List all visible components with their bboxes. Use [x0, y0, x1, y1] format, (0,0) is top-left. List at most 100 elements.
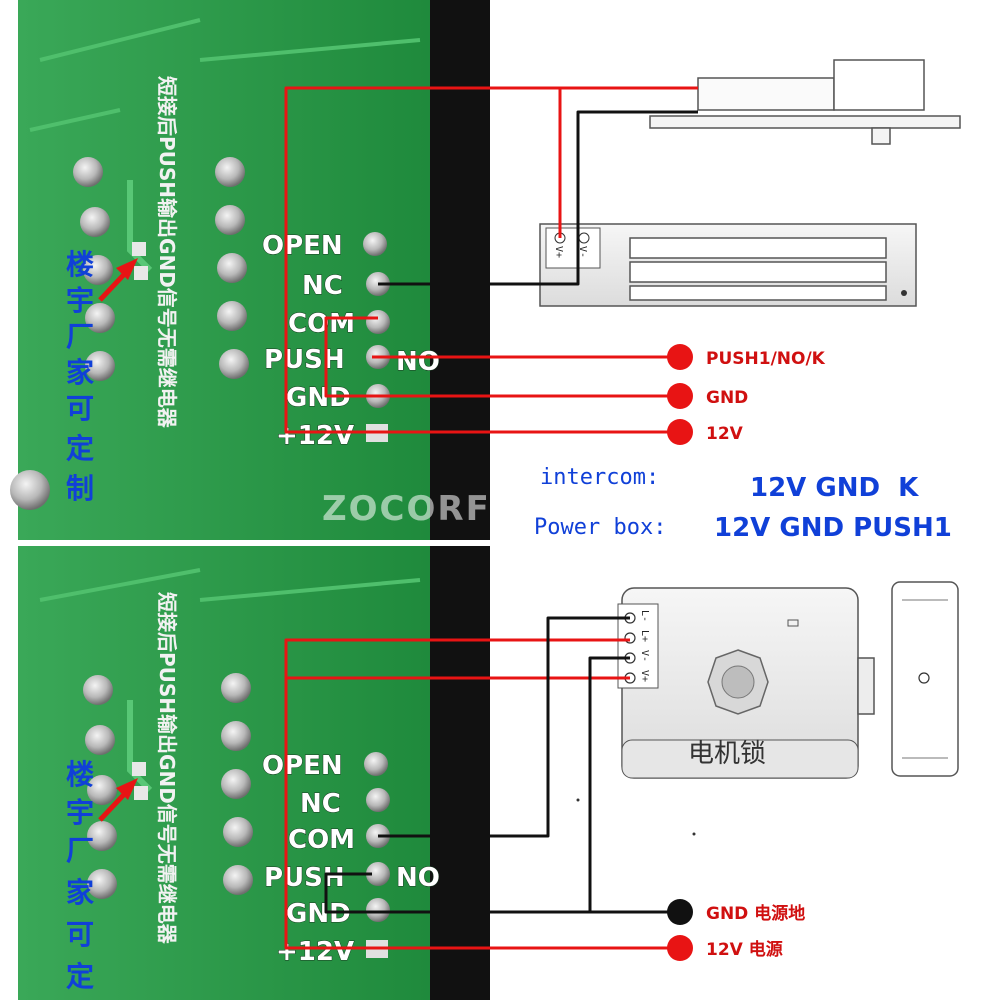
solder-pad	[87, 821, 117, 851]
motor-terminal-lplus: L+	[639, 630, 650, 642]
motor-terminal-lminus: L-	[639, 610, 650, 622]
bolt-lock-bracket	[833, 59, 925, 111]
side-char: 宇	[66, 796, 94, 829]
side-vertical-text-bottom: 楼 宇 厂 家 可 定	[66, 758, 94, 993]
magnetic-lock: V+ V-	[539, 223, 917, 307]
solder-pad	[83, 675, 113, 705]
pcb-shadow-bottom	[430, 546, 490, 1000]
side-vertical-text-top: 楼 宇 厂 家 可 定 制	[66, 248, 94, 505]
solder-pad	[87, 869, 117, 899]
pin-label-12v: +12V	[276, 937, 354, 967]
legend-label-push: PUSH1/NO/K	[706, 349, 826, 369]
side-char: 可	[66, 918, 94, 951]
solder-pad	[215, 157, 245, 187]
bolt-lock	[649, 59, 961, 145]
strike-plate-body	[891, 581, 959, 777]
bolt-lock-pin	[871, 127, 891, 145]
intercom-label: intercom:	[540, 465, 659, 490]
solder-pad	[85, 351, 115, 381]
board-vertical-text: 短接后PUSH输出GND信号无需继电器	[155, 76, 179, 429]
screw-icon	[918, 672, 930, 684]
pin-label-push: PUSH	[264, 345, 345, 375]
stray-dot	[576, 798, 580, 802]
wire-red-com-gnd	[324, 316, 378, 398]
solder-pad	[80, 207, 110, 237]
legend-dot-push	[667, 344, 693, 370]
mag-lock-terminal-vplus: V+	[553, 246, 564, 258]
wire-black-nc	[378, 110, 698, 286]
motor-lock-bolt	[857, 657, 875, 715]
legend-label-gnd: GND 电源地	[706, 903, 805, 924]
bolt-lock-plate	[649, 115, 961, 129]
legend-label-12v: 12V 电源	[706, 939, 783, 960]
side-char: 制	[66, 472, 94, 505]
jumper-pad	[134, 266, 148, 280]
magnetic-lock-plate	[629, 285, 887, 301]
pcb-trace	[29, 18, 421, 132]
terminal-screw-icon	[624, 632, 636, 644]
pad-column-middle-bottom	[221, 673, 253, 895]
solder-pad	[223, 865, 253, 895]
panel-bottom: 短接后PUSH输出GND信号无需继电器 楼 宇 厂 家 可 定 OPEN NC …	[18, 546, 959, 1000]
side-char: 家	[66, 876, 94, 909]
pin-pad	[366, 862, 390, 886]
motor-lock-label: 电机锁	[688, 739, 766, 769]
solder-pad	[85, 303, 115, 333]
solder-pad	[83, 255, 113, 285]
pcb-trace	[127, 700, 153, 793]
pin-label-nc: NC	[302, 271, 343, 301]
pcb-trace	[127, 180, 153, 273]
side-char: 定	[66, 960, 94, 993]
pin-label-12v: +12V	[276, 421, 354, 451]
pin-label-nc: NC	[300, 789, 341, 819]
pin-label-no: NO	[396, 347, 440, 377]
solder-pad	[85, 725, 115, 755]
pin-label-com: COM	[288, 825, 355, 855]
legend-dot-12v	[667, 419, 693, 445]
pcb-shadow-top	[430, 0, 490, 540]
solder-pad	[73, 157, 103, 187]
solder-pad	[10, 470, 50, 510]
mag-lock-terminal-block	[545, 227, 601, 269]
wire-black-com-lminus	[378, 616, 630, 838]
pin-pad	[366, 310, 390, 334]
strike-plate	[891, 581, 959, 777]
solder-pad	[221, 673, 251, 703]
solder-pad	[223, 817, 253, 847]
pcb-trace	[39, 568, 421, 602]
panel-top: 短接后PUSH输出GND信号无需继电器 楼 宇 厂 家 可 定 制 OPEN N…	[10, 0, 961, 543]
motor-terminal-vminus: V-	[639, 650, 650, 662]
pin-label-gnd: GND	[286, 383, 351, 413]
solder-pad	[221, 721, 251, 751]
magnetic-lock-plate	[629, 261, 887, 283]
motor-lock-base	[621, 739, 859, 779]
pad-column-left-bottom	[83, 675, 148, 899]
side-char: 厂	[66, 834, 94, 867]
motor-lock: 电机锁 L- L+ V- V+	[617, 587, 875, 779]
wire-black-push-gnd	[324, 872, 668, 914]
solder-pad	[217, 253, 247, 283]
side-char: 楼	[66, 758, 94, 791]
pin-label-gnd: GND	[286, 899, 351, 929]
solder-pad	[215, 205, 245, 235]
legend-dot-12v	[667, 935, 693, 961]
wire-red-12v-lplus	[284, 638, 630, 950]
pad-column-left-top	[10, 157, 148, 510]
jumper-pad	[132, 242, 146, 256]
legend-label-12v: 12V	[706, 424, 744, 444]
red-arrow-icon	[98, 258, 138, 302]
pin-pad	[363, 232, 387, 256]
legend-dot-gnd	[667, 383, 693, 409]
jumper-pad	[134, 786, 148, 800]
pin-label-open: OPEN	[262, 231, 343, 261]
jumper-pad	[132, 762, 146, 776]
solder-pad	[221, 769, 251, 799]
mag-lock-terminal-vminus: V-	[577, 246, 588, 258]
side-char: 楼	[66, 248, 94, 281]
power-box-label: Power box:	[534, 515, 666, 540]
wires-bottom	[284, 616, 668, 950]
intercom-values: 12V GND K	[750, 473, 919, 503]
motor-lock-slot	[787, 619, 799, 627]
